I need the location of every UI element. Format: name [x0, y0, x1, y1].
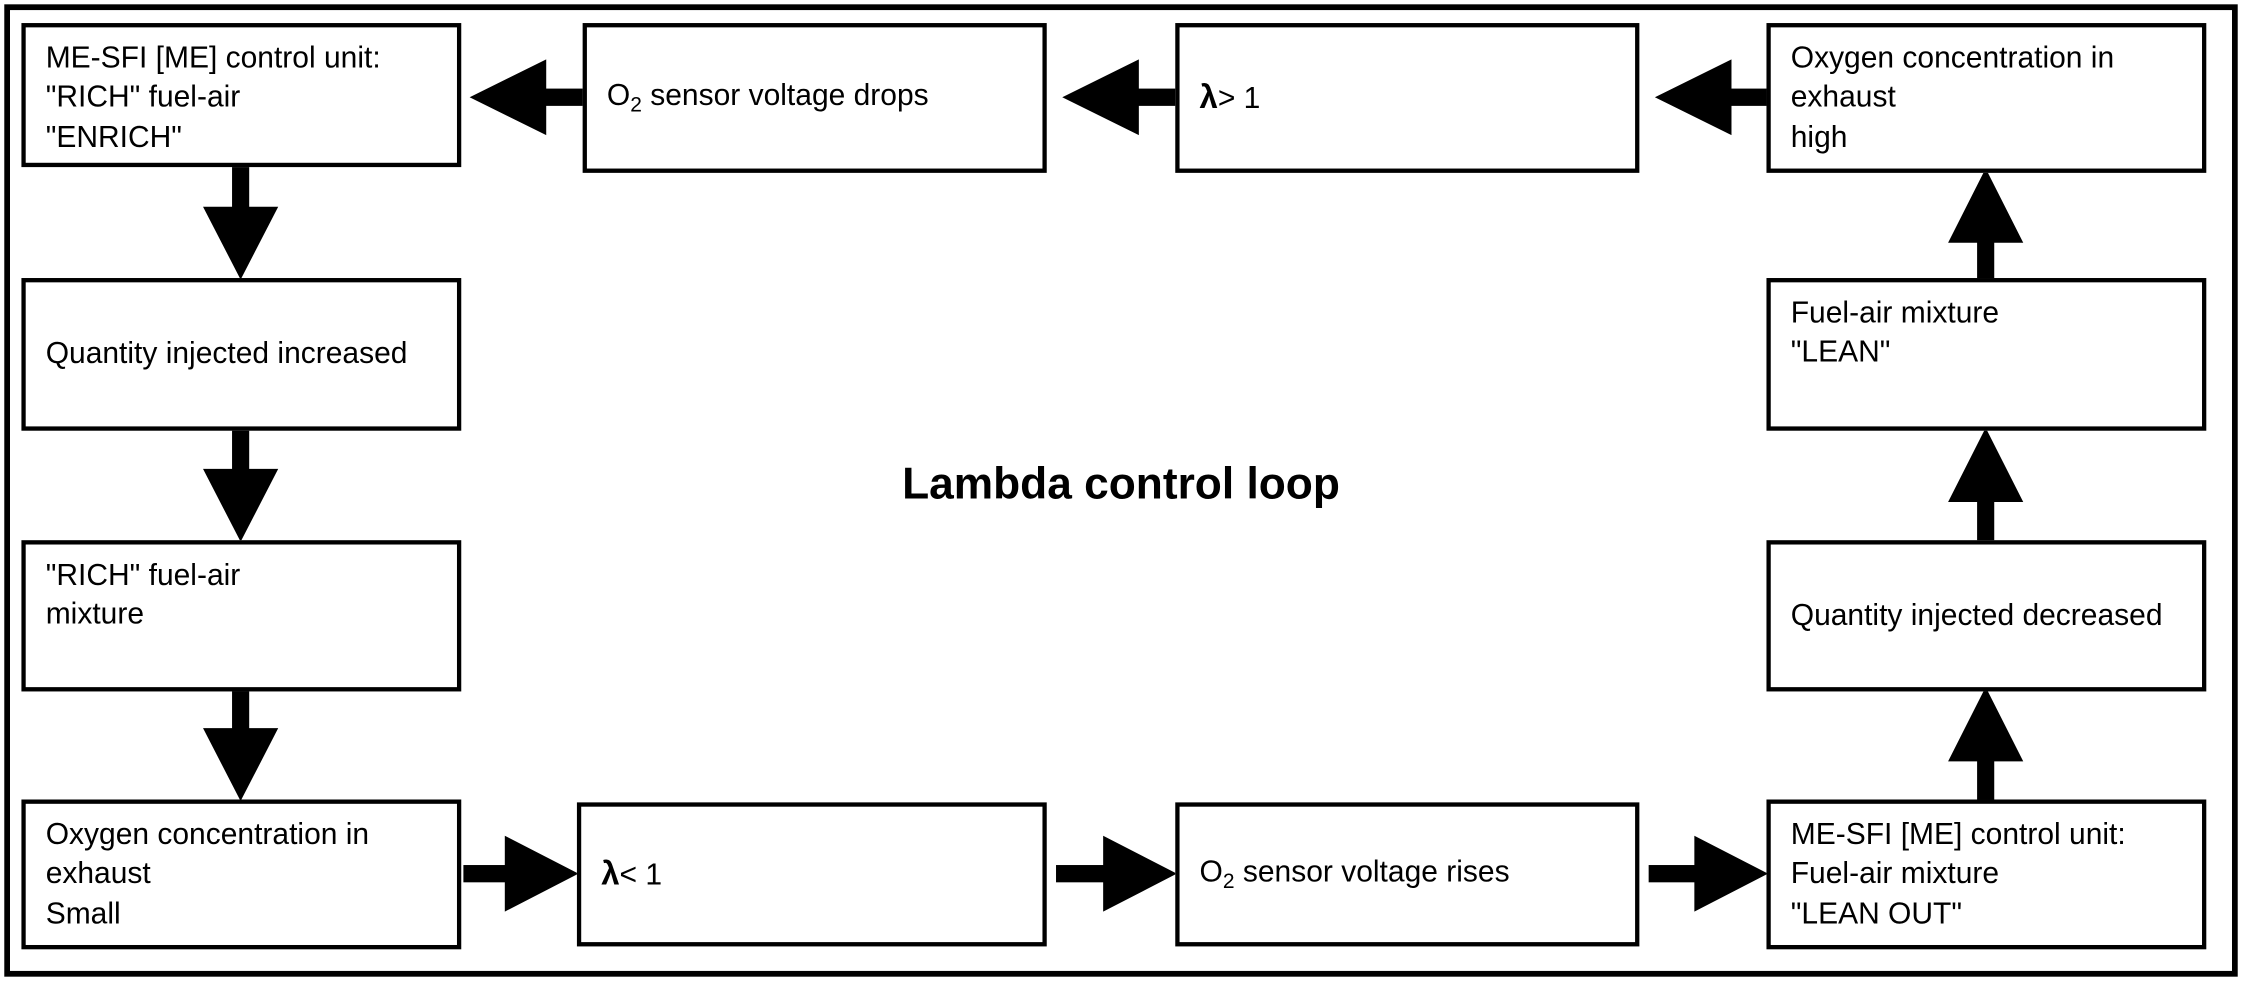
diagram-outer-frame [4, 4, 2238, 977]
node-label: Oxygen concentration in exhaust Small [45, 818, 370, 930]
lambda-symbol: λ [1199, 77, 1218, 116]
node-fuel-air-mixture-lean: Fuel-air mixture "LEAN" [1766, 278, 2207, 431]
node-rich-fuel-air-mixture: "RICH" fuel-air mixture [21, 540, 462, 692]
subscript-2: 2 [1222, 870, 1235, 894]
node-label: Fuel-air mixture "LEAN" [1790, 296, 2000, 370]
node-lambda-less-than-one: λ< 1 [576, 802, 1047, 947]
node-label: Oxygen concentration in exhaust high [1790, 41, 2115, 154]
node-lambda-greater-than-one: λ> 1 [1175, 23, 1640, 173]
node-label: Quantity injected decreased [1790, 599, 2163, 633]
node-label: ME-SFI [ME] control unit: "RICH" fuel-ai… [45, 41, 381, 154]
diagram-title: Lambda control loop [902, 458, 1340, 509]
node-label: "RICH" fuel-air mixture [45, 558, 241, 632]
node-label: λ< 1 [601, 854, 663, 892]
node-o2-sensor-voltage-rises: O2 sensor voltage rises [1175, 802, 1640, 947]
node-label: λ> 1 [1199, 77, 1261, 116]
node-label: Quantity injected increased [45, 337, 408, 371]
node-quantity-injected-increased: Quantity injected increased [21, 278, 462, 431]
node-oxygen-concentration-exhaust-high: Oxygen concentration in exhaust high [1766, 23, 2207, 173]
node-label: O2 sensor voltage drops [606, 78, 929, 117]
node-o2-sensor-voltage-drops: O2 sensor voltage drops [582, 23, 1047, 173]
lambda-symbol: λ [601, 854, 620, 892]
node-label: O2 sensor voltage rises [1199, 855, 1510, 894]
node-quantity-injected-decreased: Quantity injected decreased [1766, 540, 2207, 692]
node-me-sfi-control-unit-lean-out: ME-SFI [ME] control unit: Fuel-air mixtu… [1766, 799, 2207, 950]
node-label: ME-SFI [ME] control unit: Fuel-air mixtu… [1790, 818, 2126, 930]
node-me-sfi-control-unit-enrich: ME-SFI [ME] control unit: "RICH" fuel-ai… [21, 23, 462, 168]
node-oxygen-concentration-exhaust-small: Oxygen concentration in exhaust Small [21, 799, 462, 950]
subscript-2: 2 [630, 93, 642, 117]
